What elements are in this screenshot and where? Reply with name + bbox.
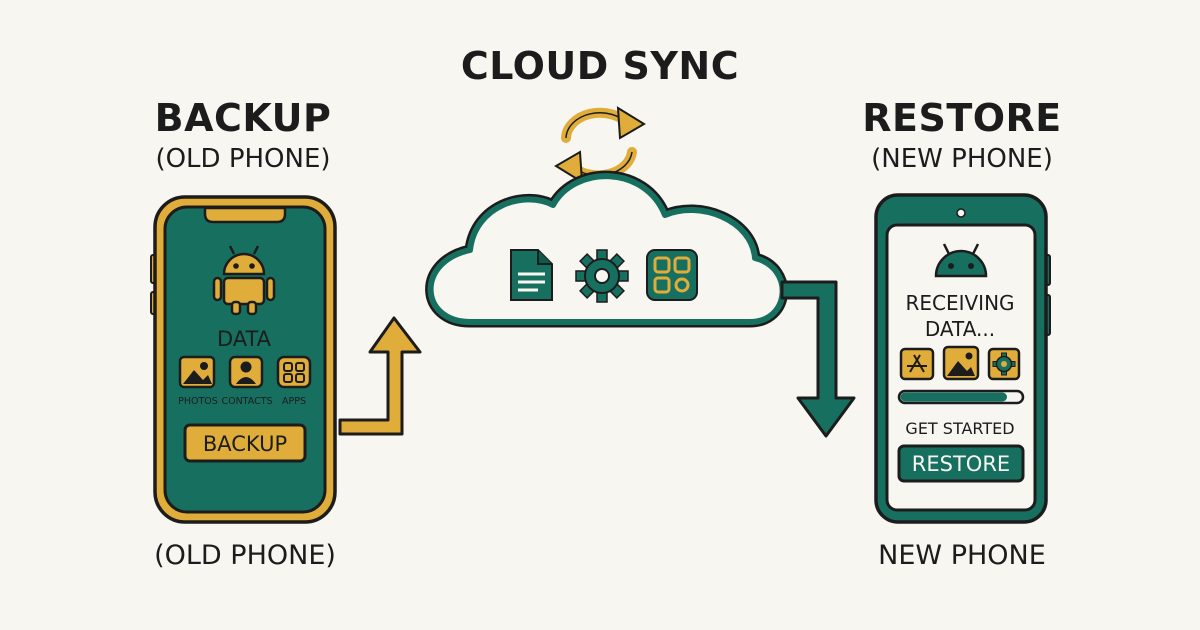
get-started-label: GET STARTED [905, 419, 1014, 438]
backup-caption: (OLD PHONE) [154, 540, 336, 571]
backup-title: BACKUP [154, 96, 332, 140]
cloud-sync-title: CLOUD SYNC [460, 44, 740, 88]
download-arrow-icon [780, 280, 856, 438]
apps-icon [276, 355, 312, 389]
backup-button[interactable]: BACKUP [183, 423, 307, 463]
restore-button-label: RESTORE [912, 452, 1010, 476]
cloud-gear-icon [575, 249, 629, 303]
item-label-contacts: CONTACTS [221, 396, 272, 407]
receiving-status-line2: DATA... [925, 317, 995, 341]
cloud-apps-grid-icon [646, 249, 698, 301]
restore-button[interactable]: RESTORE [897, 444, 1025, 483]
sync-arrows-icon [554, 106, 646, 184]
restore-progress-bar [897, 389, 1025, 405]
restore-title: RESTORE [862, 96, 1062, 140]
android-robot-icon [212, 245, 276, 316]
photos-icon [178, 355, 216, 389]
restore-subtitle: (NEW PHONE) [871, 144, 1053, 174]
cloud-document-icon [510, 249, 553, 301]
app-store-icon [899, 347, 935, 381]
settings-gear-icon [987, 347, 1021, 381]
contacts-icon [228, 355, 264, 389]
receiving-status-line1: RECEIVING [905, 291, 1014, 315]
backup-button-label: BACKUP [203, 432, 287, 456]
android-head-icon [934, 243, 988, 278]
upload-arrow-icon [338, 316, 422, 436]
item-label-apps: APPS [282, 396, 306, 407]
backup-data-label: DATA [217, 327, 272, 351]
gallery-icon [942, 345, 980, 381]
restore-caption: NEW PHONE [878, 540, 1046, 571]
backup-subtitle: (OLD PHONE) [155, 144, 331, 174]
restore-progress-fill [900, 392, 1007, 402]
item-label-photos: PHOTOS [178, 396, 218, 407]
